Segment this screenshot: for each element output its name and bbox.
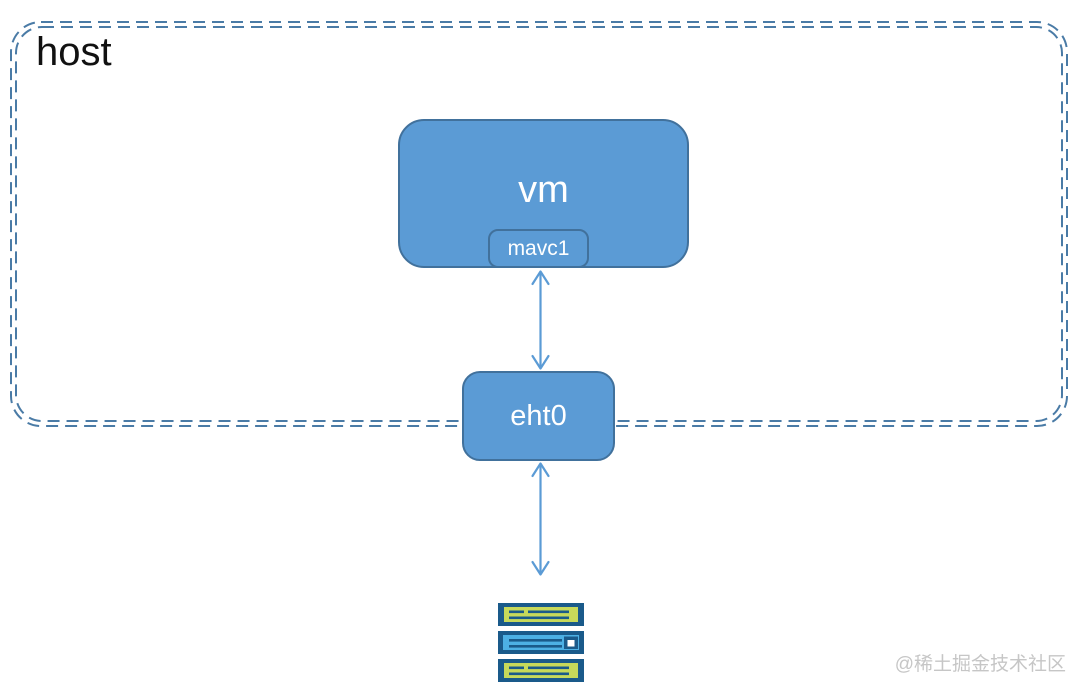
node-mavc1: mavc1 — [488, 229, 589, 268]
node-vm-label: vm — [518, 169, 569, 211]
node-mavc1-label: mavc1 — [507, 236, 570, 260]
host-boundary — [10, 21, 1068, 427]
watermark: @稀土掘金技术社区 — [894, 654, 1066, 675]
arrow-mavc1-eht0-icon — [531, 270, 550, 370]
host-label: host — [36, 30, 112, 74]
network-switch-icon — [498, 603, 584, 682]
arrow-eht0-switch-icon — [531, 462, 550, 576]
node-eht0: eht0 — [462, 371, 615, 461]
node-eht0-label: eht0 — [510, 399, 567, 432]
